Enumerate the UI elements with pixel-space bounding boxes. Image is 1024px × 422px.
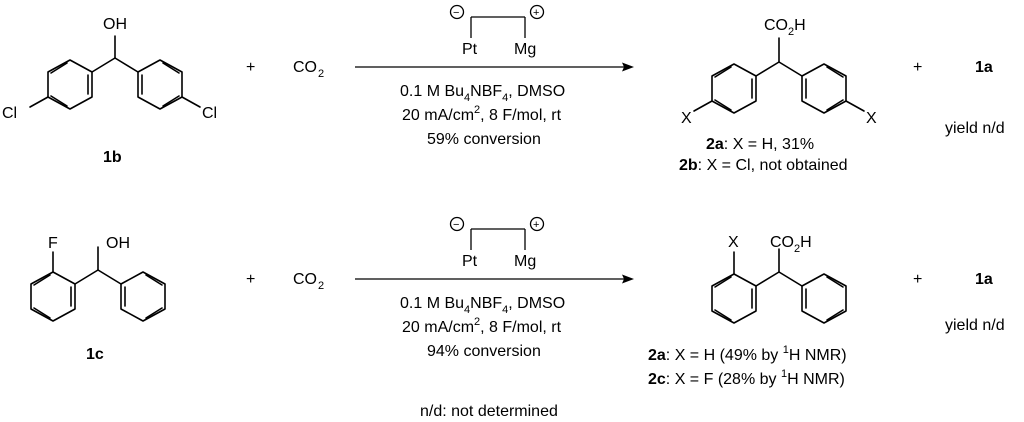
cathode-charge: − (453, 7, 459, 19)
product-2a-result: 2a: X = H, 31% (706, 136, 814, 153)
svg-text:2: 2 (318, 68, 324, 80)
reaction-1: OH Cl Cl 1b + CO 2 − + Pt Mg 0.1 M Bu (2, 4, 1005, 174)
anode-label: Mg (514, 253, 536, 270)
footnote: n/d: not determined (420, 403, 558, 420)
product-2a-result: 2a: X = H (49% by 1H NMR) (648, 344, 847, 364)
reaction-arrow (355, 62, 634, 72)
anode-label: Mg (514, 41, 536, 58)
cathode-label: Pt (462, 41, 478, 58)
svg-text:CO: CO (293, 59, 317, 76)
anode-charge: + (533, 219, 539, 231)
plus-sign: + (246, 271, 255, 288)
conditions-conversion: 59% conversion (427, 131, 541, 148)
conditions-electrolyte: 0.1 M Bu4NBF4, DMSO (400, 295, 565, 316)
cathode-charge: − (453, 219, 459, 231)
substituent-x-label: X (728, 234, 739, 251)
plus-sign: + (913, 271, 922, 288)
carboxylic-acid-label: CO2H (764, 17, 806, 38)
reactant-1b-label: 1b (103, 149, 122, 166)
reactant-1b-structure: OH Cl Cl (2, 16, 217, 122)
hydroxyl-label: OH (103, 16, 127, 33)
chlorine-label: Cl (202, 105, 217, 122)
anode-charge: + (533, 7, 539, 19)
conditions-current: 20 mA/cm2, 8 F/mol, rt (402, 104, 562, 124)
chlorine-label: Cl (2, 105, 17, 122)
reactant-1c-label: 1c (86, 346, 104, 363)
product-2b-result: 2b: X = Cl, not obtained (679, 157, 848, 174)
co2-reagent: CO 2 (293, 59, 324, 80)
electrode-cell-icon: − + Pt Mg (449, 4, 545, 58)
svg-text:2: 2 (318, 280, 324, 292)
side-product-1a-label: 1a (975, 59, 993, 76)
carboxylic-acid-label: CO2H (770, 234, 812, 255)
side-product-yield: yield n/d (945, 120, 1005, 137)
svg-text:CO: CO (293, 271, 317, 288)
cathode-label: Pt (462, 253, 478, 270)
conditions-current: 20 mA/cm2, 8 F/mol, rt (402, 316, 562, 336)
conditions-electrolyte: 0.1 M Bu4NBF4, DMSO (400, 83, 565, 104)
plus-sign: + (246, 59, 255, 76)
product-2c-result: 2c: X = F (28% by 1H NMR) (648, 368, 845, 388)
hydroxyl-label: OH (106, 235, 130, 252)
reactant-1c-structure: F OH (30, 235, 166, 322)
reaction-2: F OH 1c + CO 2 − + Pt Mg 0.1 M Bu4NBF4, … (30, 216, 1005, 388)
side-product-yield: yield n/d (945, 317, 1005, 334)
conditions-conversion: 94% conversion (427, 343, 541, 360)
electrode-cell-icon: − + Pt Mg (449, 216, 545, 270)
product-2-structure: CO2H X X (681, 17, 877, 127)
substituent-x-label: X (866, 110, 877, 127)
fluorine-label: F (48, 235, 58, 252)
side-product-1a-label: 1a (975, 271, 993, 288)
substituent-x-label: X (681, 110, 692, 127)
co2-reagent: CO 2 (293, 271, 324, 292)
plus-sign: + (913, 59, 922, 76)
product-2-ortho-structure: X CO2H (711, 234, 847, 324)
reaction-arrow (355, 274, 634, 284)
